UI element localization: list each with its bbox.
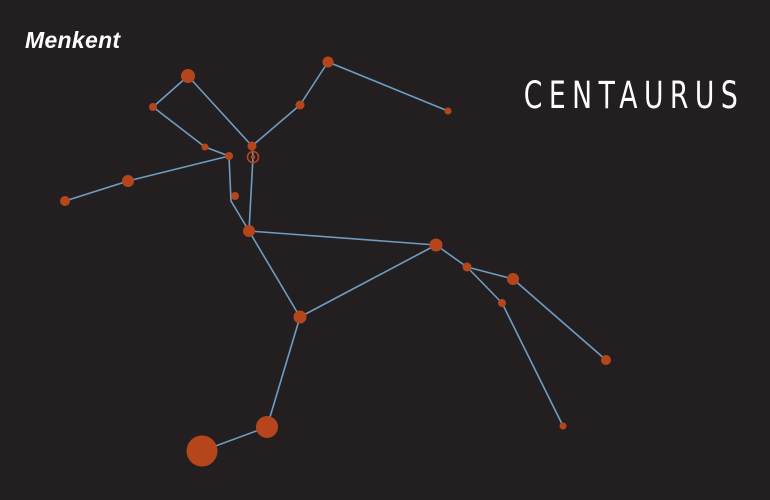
constellation-line <box>266 316 301 428</box>
star <box>247 141 257 151</box>
constellation-line <box>187 75 253 147</box>
star <box>60 196 70 206</box>
menkent-star-marker <box>246 150 260 164</box>
constellation-line <box>228 155 232 202</box>
constellation-line <box>127 155 230 182</box>
star <box>149 103 157 111</box>
constellation-line <box>501 302 564 427</box>
star <box>186 435 218 467</box>
star <box>243 225 255 237</box>
constellation-line <box>248 156 254 232</box>
star <box>429 238 443 252</box>
constellation-line <box>152 106 206 148</box>
star <box>498 299 506 307</box>
constellation-line <box>299 244 437 318</box>
constellation-line <box>327 61 449 112</box>
constellation-line <box>299 61 329 106</box>
star <box>201 143 209 151</box>
star <box>225 152 233 160</box>
constellation-line <box>248 230 301 318</box>
constellation-line <box>251 104 301 147</box>
star <box>231 192 239 200</box>
star-name-label: Menkent <box>25 27 121 53</box>
star <box>462 262 472 272</box>
star <box>256 416 278 438</box>
constellation-line <box>64 180 129 202</box>
star <box>181 69 195 83</box>
constellation-line <box>248 230 437 246</box>
star <box>293 310 307 324</box>
star <box>322 56 334 68</box>
star <box>295 100 305 110</box>
star <box>444 107 452 115</box>
constellation-line <box>466 266 514 280</box>
star <box>122 175 134 187</box>
star <box>559 422 567 430</box>
star <box>507 273 519 285</box>
constellation-title: CENTAURUS <box>523 74 744 117</box>
constellation-line <box>466 266 503 304</box>
constellation-line <box>512 278 607 361</box>
star <box>601 355 611 365</box>
constellation-line <box>152 75 189 108</box>
constellation-line <box>204 146 230 157</box>
